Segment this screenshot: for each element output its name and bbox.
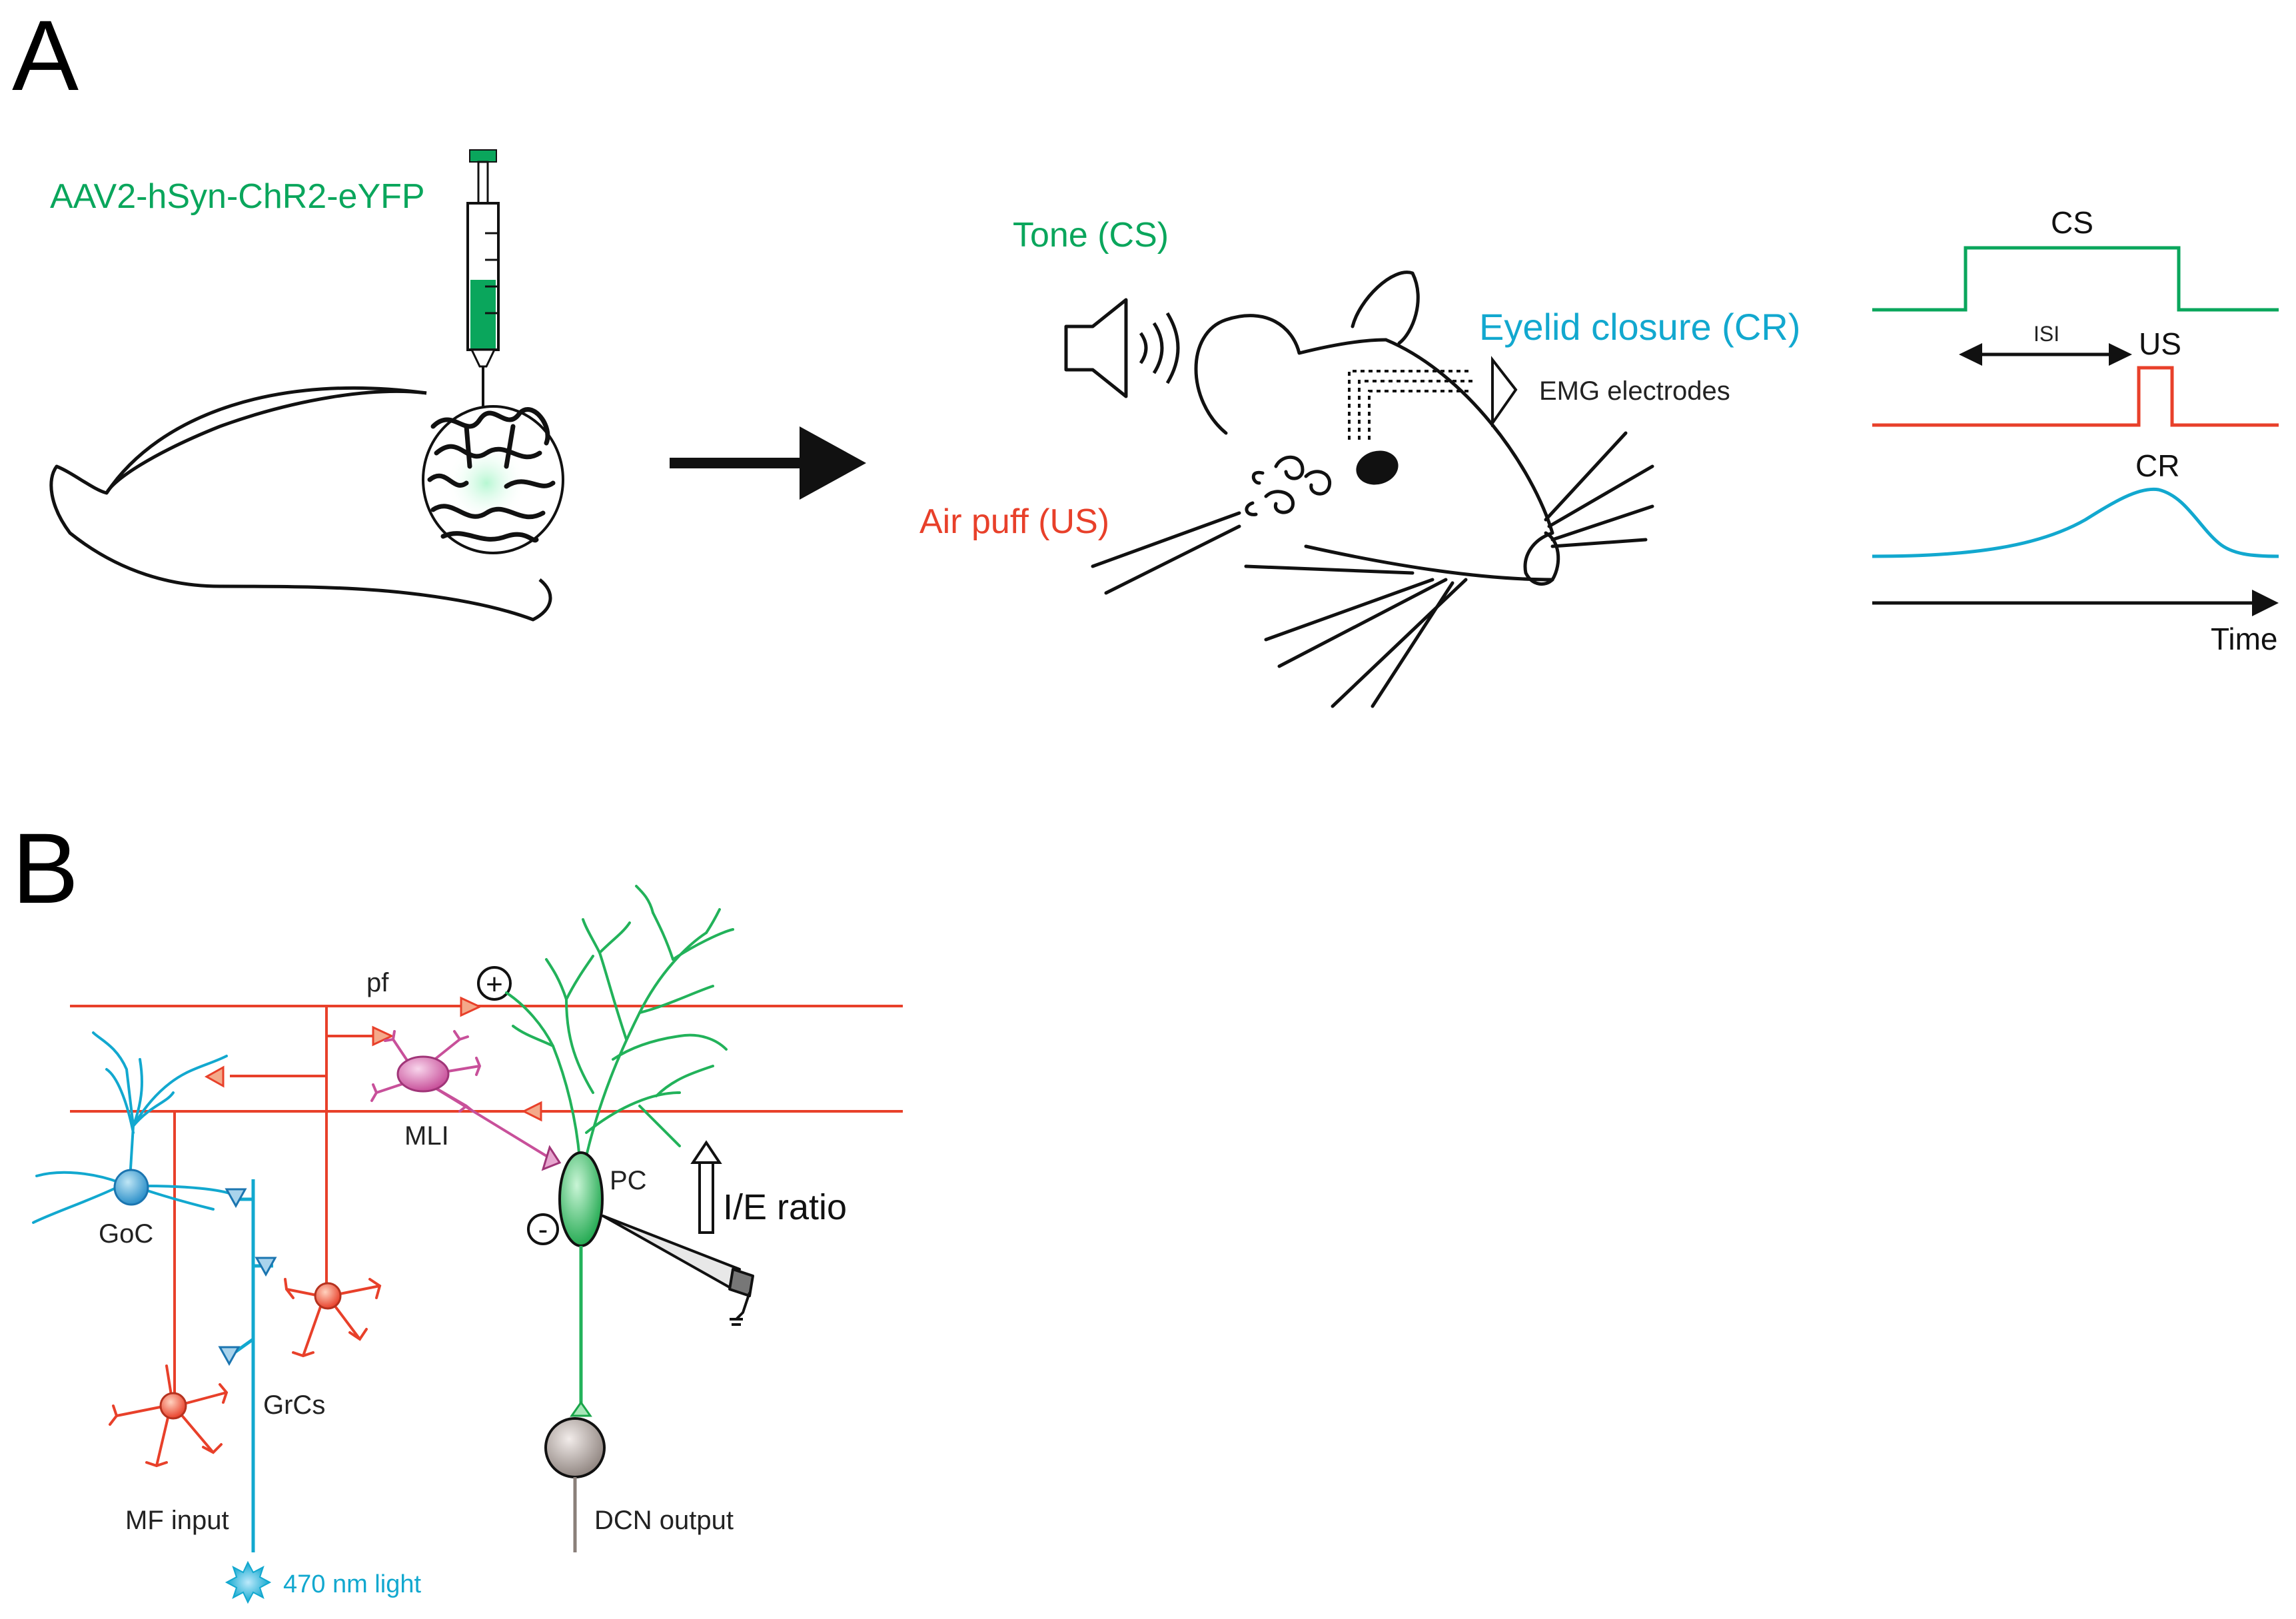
light-label: 470 nm light xyxy=(283,1570,421,1598)
mf-input-label: MF input xyxy=(125,1506,229,1535)
purkinje-cell-dendrites xyxy=(505,885,734,1161)
isi-label: ISI xyxy=(2033,322,2059,346)
timeline-traces xyxy=(1872,246,2279,558)
emg-electrodes-label: EMG electrodes xyxy=(1539,376,1730,406)
air-puff-icon xyxy=(1245,455,1332,516)
mossy-fiber-synapses xyxy=(218,1188,277,1366)
virus-label: AAV2-hSyn-ChR2-eYFP xyxy=(50,177,425,216)
light-burst-icon xyxy=(225,1560,272,1604)
grcs-label: GrCs xyxy=(263,1390,325,1420)
time-axis-arrow xyxy=(1872,590,2279,616)
mossy-fiber xyxy=(233,1179,273,1552)
time-label: Time xyxy=(2211,622,2278,656)
isi-arrow xyxy=(1959,343,2132,366)
ie-ratio-label: I/E ratio xyxy=(723,1187,847,1227)
mli-label: MLI xyxy=(404,1121,449,1151)
speaker-icon xyxy=(1064,298,1180,398)
mouse-whiskers xyxy=(1091,431,1654,708)
panel-b-letter: B xyxy=(12,812,79,924)
us-label: US xyxy=(2139,326,2181,361)
panel-a-letter: A xyxy=(12,0,79,111)
us-trace xyxy=(1872,366,2279,427)
granule-cell-upper-body xyxy=(314,1282,342,1310)
svg-text:-: - xyxy=(538,1213,548,1246)
cr-trace xyxy=(1872,487,2279,558)
inhibitory-marker: - xyxy=(527,1213,559,1246)
eyelid-closure-label: Eyelid closure (CR) xyxy=(1479,306,1800,348)
parallel-fibers xyxy=(70,1005,903,1406)
brain-sagittal-outline xyxy=(49,386,552,622)
granule-cell-lower-body xyxy=(159,1392,187,1420)
cs-trace xyxy=(1872,246,2279,312)
golgi-cell xyxy=(32,1031,235,1224)
svg-text:+: + xyxy=(486,968,503,1001)
mli-synapse xyxy=(541,1145,562,1171)
excitatory-marker: + xyxy=(477,966,512,1001)
cr-label: CR xyxy=(2135,448,2179,483)
cs-label: CS xyxy=(2051,205,2093,240)
recording-electrode-icon xyxy=(602,1215,754,1326)
ie-ratio-up-arrow xyxy=(690,1140,722,1234)
dcn-output-label: DCN output xyxy=(594,1506,734,1535)
cerebellum-folia xyxy=(422,405,564,554)
pc-synapse xyxy=(570,1400,592,1417)
golgi-cell-body xyxy=(113,1169,149,1206)
pc-label: PC xyxy=(610,1166,647,1195)
emg-electrodes-icon xyxy=(1348,356,1518,440)
pf-synapses xyxy=(204,996,542,1122)
purkinje-cell-body xyxy=(558,1151,604,1247)
arrow-right-icon xyxy=(670,426,866,500)
syringe-icon xyxy=(466,149,500,406)
mli-cell-body xyxy=(396,1055,450,1093)
air-puff-label: Air puff (US) xyxy=(919,502,1109,541)
mouse-eye xyxy=(1356,450,1399,485)
dcn-cell-body xyxy=(544,1417,606,1478)
mli-cell xyxy=(370,1030,548,1157)
pf-label: pf xyxy=(366,968,389,997)
mouse-head-drawing xyxy=(1194,270,1560,586)
goc-label: GoC xyxy=(99,1219,153,1249)
tone-label: Tone (CS) xyxy=(1013,216,1169,255)
